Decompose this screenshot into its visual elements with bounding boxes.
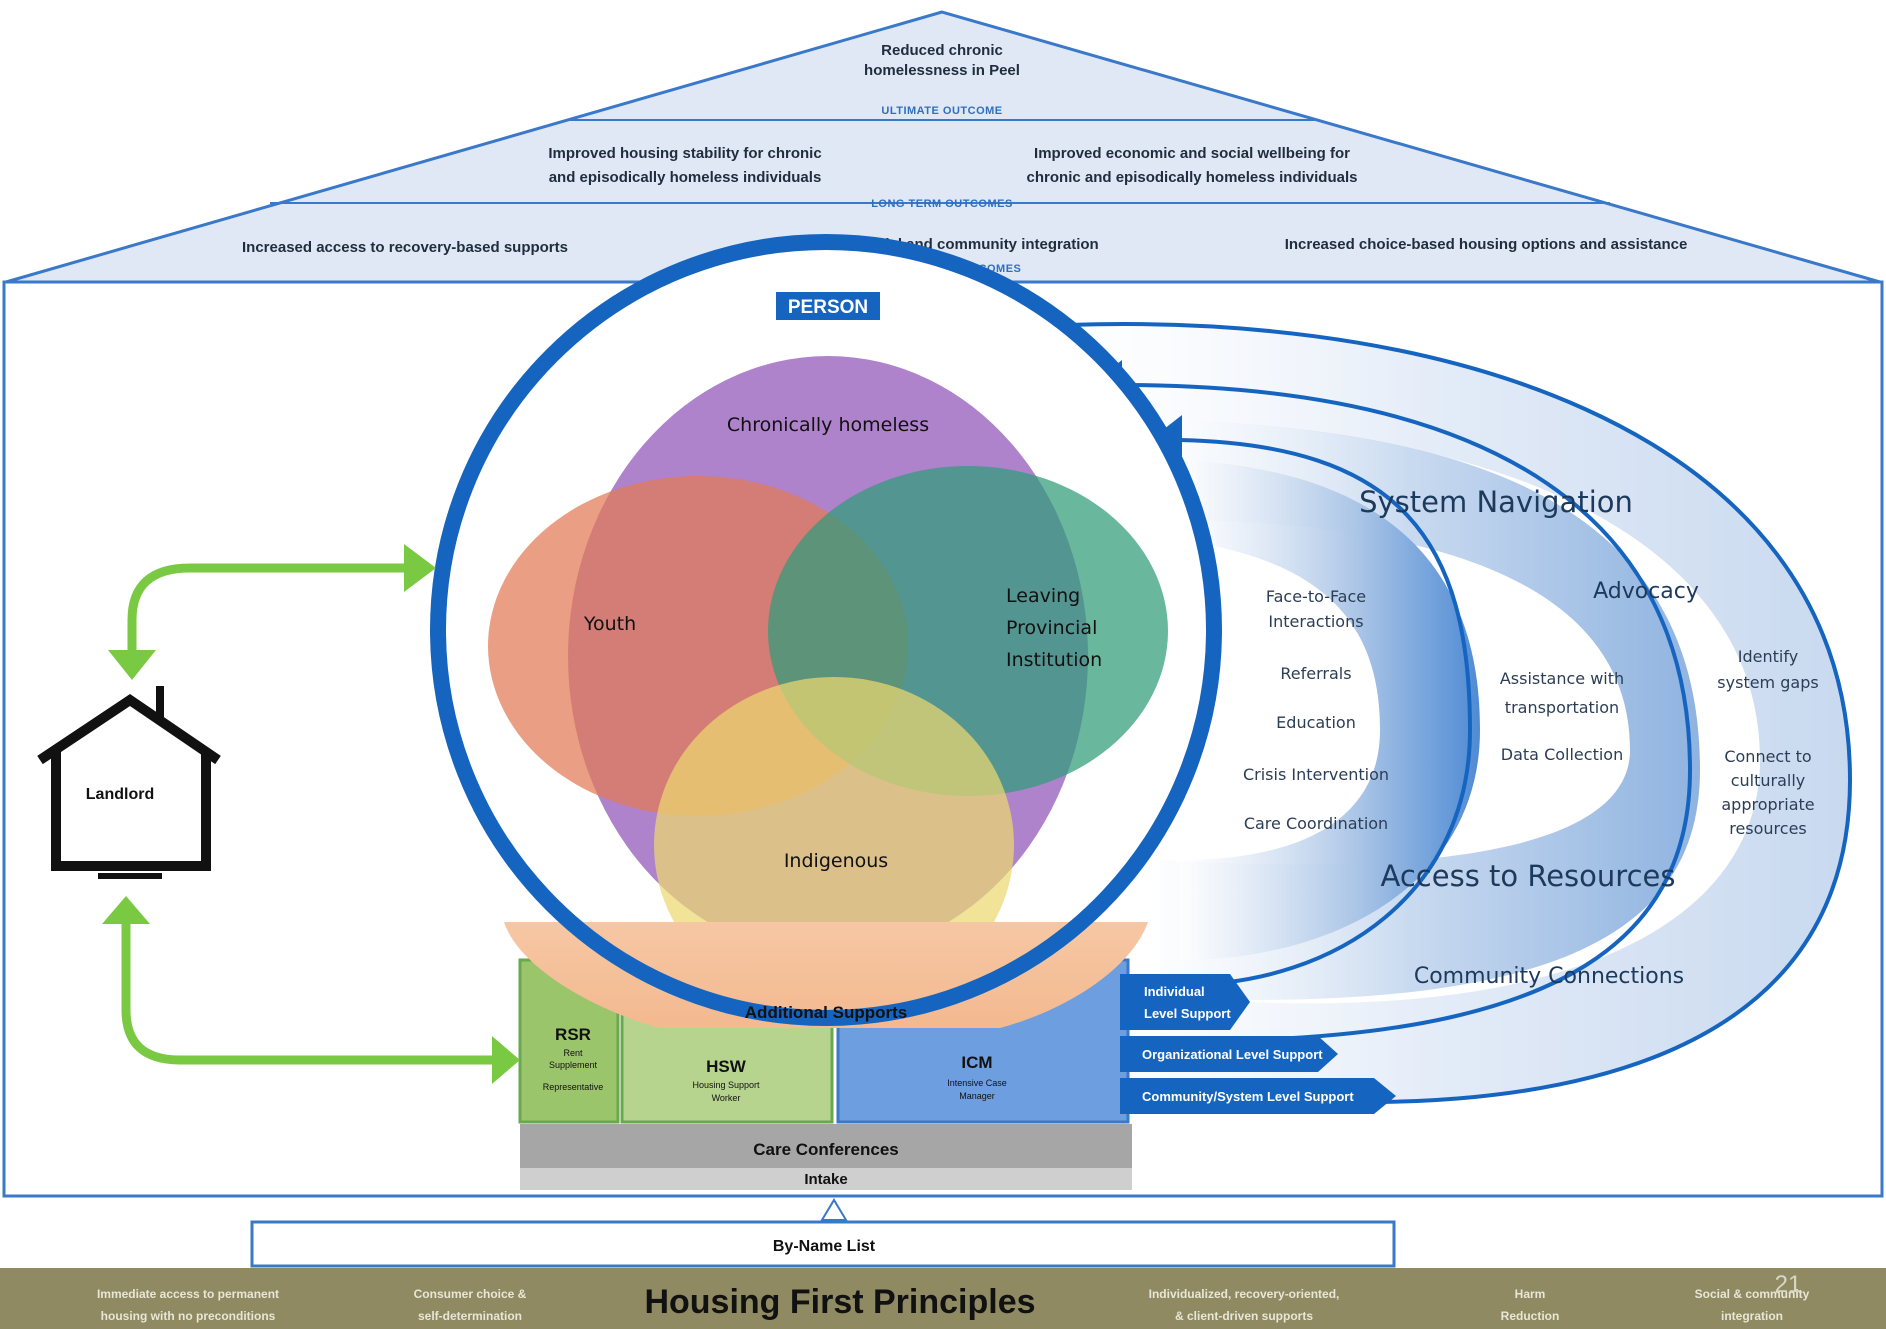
landlord-house — [37, 686, 221, 879]
ultimate-outcome-text-1: Reduced chronic — [881, 42, 1003, 59]
outer-item-3: culturally — [1731, 771, 1806, 790]
community-level-arrow — [1120, 1078, 1396, 1114]
green-arrow-bottom-line — [121, 920, 496, 1065]
rsr-sub-1: Rent — [563, 1048, 583, 1058]
hsw-label: HSW — [706, 1057, 747, 1076]
principle-3-line-2: & client-driven supports — [1175, 1309, 1313, 1323]
long-term-left-2: and episodically homeless individuals — [549, 169, 822, 186]
green-arrowhead-right-bottom — [492, 1036, 520, 1084]
rsr-label: RSR — [555, 1025, 591, 1044]
principle-2-line-1: Consumer choice & — [414, 1287, 527, 1301]
inner-item-5: Care Coordination — [1244, 814, 1388, 833]
outer-item-5: resources — [1729, 819, 1807, 838]
outer-item-1: system gaps — [1717, 673, 1818, 692]
intake-bar — [520, 1168, 1132, 1190]
chronically-homeless-label: Chronically homeless — [727, 414, 929, 436]
inner-item-4: Crisis Intervention — [1243, 765, 1389, 784]
icm-label: ICM — [961, 1053, 992, 1072]
inner-item-1: Interactions — [1268, 612, 1363, 631]
organizational-level-label: Organizational Level Support — [1142, 1047, 1323, 1062]
hsw-sub-2: Worker — [712, 1093, 741, 1103]
access-to-resources-label: Access to Resources — [1381, 859, 1676, 893]
community-connections-label: Community Connections — [1414, 964, 1684, 989]
principle-4-line-1: Harm — [1515, 1287, 1546, 1301]
icm-sub-2: Manager — [959, 1091, 995, 1101]
long-term-label: LONG TERM OUTCOMES — [871, 198, 1013, 210]
hsw-sub-1: Housing Support — [692, 1080, 760, 1090]
person-circle — [430, 234, 1222, 1028]
rsr-sub-2: Supplement — [549, 1060, 598, 1070]
additional-supports-label: Additional Supports — [745, 1003, 907, 1022]
footer-bar — [0, 1268, 1886, 1329]
indigenous-label: Indigenous — [784, 850, 888, 872]
middle-item-0: Assistance with — [1500, 669, 1624, 688]
system-navigation-label: System Navigation — [1359, 485, 1633, 519]
middle-item-1: transportation — [1505, 698, 1619, 717]
middle-arc-line — [1119, 383, 1693, 1042]
principle-2-line-2: self-determination — [418, 1309, 522, 1323]
person-ring — [430, 234, 1222, 1026]
green-arrowhead-right-top — [404, 544, 436, 592]
landlord-walls — [51, 750, 211, 871]
up-arrow-to-intake — [820, 1198, 848, 1221]
landlord-arrows — [102, 544, 520, 1084]
principle-1-line-2: housing with no preconditions — [101, 1309, 276, 1323]
care-conferences-label: Care Conferences — [753, 1140, 899, 1159]
landlord-roof — [37, 693, 221, 765]
care-conferences-bar — [520, 1124, 1132, 1168]
leaving-label-2: Provincial — [1006, 617, 1097, 639]
green-arrow-top-line — [127, 563, 408, 660]
principle-5-line-1: Social & community — [1695, 1287, 1810, 1301]
principle-5-line-2: integration — [1721, 1309, 1783, 1323]
additional-supports-band — [504, 922, 1148, 1028]
youth-label: Youth — [583, 613, 636, 635]
icm-sub-1: Intensive Case — [947, 1078, 1007, 1088]
long-term-left-1: Improved housing stability for chronic — [548, 145, 821, 162]
long-term-right-2: chronic and episodically homeless indivi… — [1027, 169, 1358, 186]
leaving-label-1: Leaving — [1006, 585, 1080, 607]
advocacy-label: Advocacy — [1593, 579, 1699, 604]
outer-item-4: appropriate — [1721, 795, 1814, 814]
ultimate-outcome-label: ULTIMATE OUTCOME — [881, 105, 1002, 117]
person-label-bg — [776, 292, 880, 320]
green-arrowhead-down — [108, 650, 156, 680]
outer-item-2: Connect to — [1724, 747, 1811, 766]
inner-item-3: Education — [1276, 713, 1356, 732]
green-arrowhead-up — [102, 896, 150, 924]
principle-1-line-1: Immediate access to permanent — [97, 1287, 279, 1301]
inner-item-0: Face-to-Face — [1266, 587, 1366, 606]
level-arrows — [1120, 974, 1396, 1114]
inner-arc-line — [1179, 438, 1473, 987]
principle-3-line-1: Individualized, recovery-oriented, — [1149, 1287, 1340, 1301]
outer-arc-line — [1009, 322, 1853, 1105]
individual-level-arrow — [1120, 974, 1250, 1030]
community-connections-arc — [1010, 324, 1850, 1103]
by-name-list-box — [250, 1220, 1396, 1268]
by-name-list-label: By-Name List — [773, 1238, 876, 1255]
landlord-label: Landlord — [86, 786, 154, 803]
principle-4-line-2: Reduction — [1501, 1309, 1560, 1323]
community-level-label: Community/System Level Support — [1142, 1089, 1354, 1104]
intake-label: Intake — [804, 1171, 847, 1188]
access-to-resources-arc — [1120, 420, 1700, 1000]
individual-level-1: Individual — [1144, 984, 1205, 999]
middle-item-2: Data Collection — [1501, 745, 1623, 764]
leaving-label-3: Institution — [1006, 649, 1102, 671]
long-term-right-1: Improved economic and social wellbeing f… — [1034, 145, 1350, 162]
individual-level-2: Level Support — [1144, 1006, 1231, 1021]
rsr-sub-3: Representative — [543, 1082, 604, 1092]
system-navigation-arc — [1180, 460, 1480, 960]
outer-item-0: Identify — [1738, 647, 1798, 666]
roof: Reduced chronic homelessness in Peel ULT… — [5, 10, 1881, 284]
page-number: 21 — [1775, 1271, 1802, 1298]
intermediate-outcome-3: Increased choice-based housing options a… — [1285, 236, 1688, 253]
person-label: PERSON — [788, 297, 868, 318]
organizational-level-arrow — [1120, 1036, 1338, 1072]
footer-title: Housing First Principles — [644, 1283, 1035, 1321]
ultimate-outcome-text-2: homelessness in Peel — [864, 62, 1020, 79]
intermediate-outcome-1: Increased access to recovery-based suppo… — [242, 239, 568, 256]
inner-item-2: Referrals — [1280, 664, 1351, 683]
